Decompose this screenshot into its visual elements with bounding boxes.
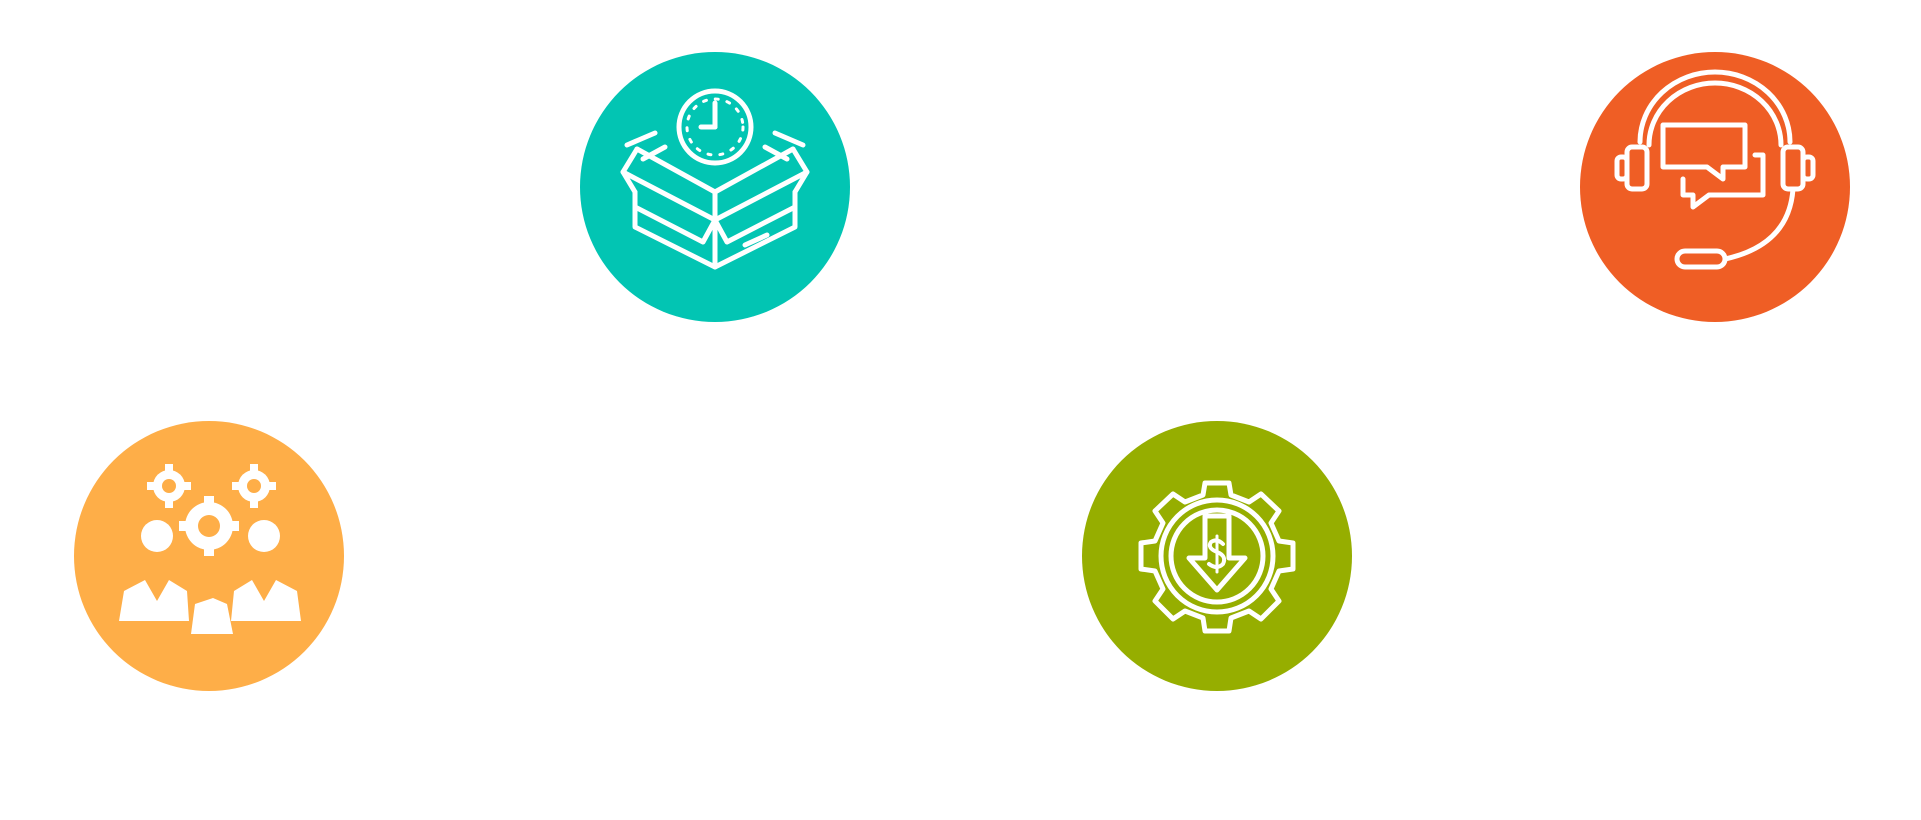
- headset-chat-badge: [1580, 52, 1850, 322]
- team-gears-icon: [119, 464, 301, 634]
- gear-dollar-down-badge: [1082, 421, 1352, 691]
- box-clock-badge: [580, 52, 850, 322]
- box-clock-icon: [620, 88, 810, 270]
- headset-chat-icon: [1614, 69, 1816, 270]
- team-gears-badge: [74, 421, 344, 691]
- gear-dollar-down-icon: [1138, 480, 1296, 634]
